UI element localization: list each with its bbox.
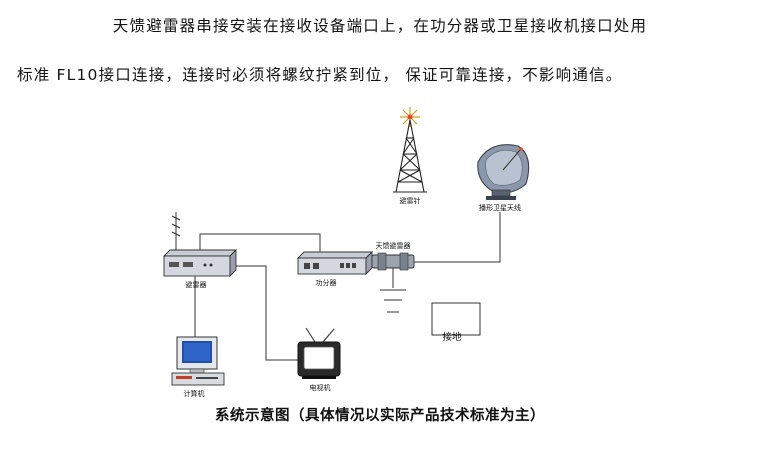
computer-icon: 计算机 <box>171 336 225 398</box>
feeder-arrester: 天馈避雷器 <box>371 241 415 271</box>
whip-antenna-icon <box>171 212 181 254</box>
lightning-rod-tower: 避雷针 <box>393 107 427 205</box>
wiring <box>194 212 501 361</box>
arrester-unit-label: 避雷器 <box>186 280 207 289</box>
diagram-caption: 系统示意图（具体情况以实际产品技术标准为主） <box>215 407 545 424</box>
arrester-unit: 避雷器 <box>162 212 238 289</box>
lightning-rod-label: 避雷针 <box>400 196 421 205</box>
dish-antenna-label: 播形卫星天线 <box>479 203 521 212</box>
ground-label: 接地 <box>442 331 462 343</box>
ground-box: 接地 <box>431 302 481 343</box>
power-splitter: 功分器 <box>296 250 374 287</box>
satellite-dish-icon: 播形卫星天线 <box>477 144 530 212</box>
power-splitter-label: 功分器 <box>316 278 337 287</box>
ground-icon <box>380 289 406 313</box>
tv-label: 电视机 <box>310 383 331 392</box>
intro-line-2: 标准 FL10接口连接，连接时必须将螺纹拧紧到位， 保证可靠连接，不影响通信。 <box>17 66 623 84</box>
intro-line-1: 天馈避雷器串接安装在接收设备端口上，在功分器或卫星接收机接口处用 <box>112 17 648 35</box>
tv-icon: 电视机 <box>297 327 341 392</box>
computer-label: 计算机 <box>184 389 205 398</box>
feeder-arrester-label: 天馈避雷器 <box>376 241 411 250</box>
